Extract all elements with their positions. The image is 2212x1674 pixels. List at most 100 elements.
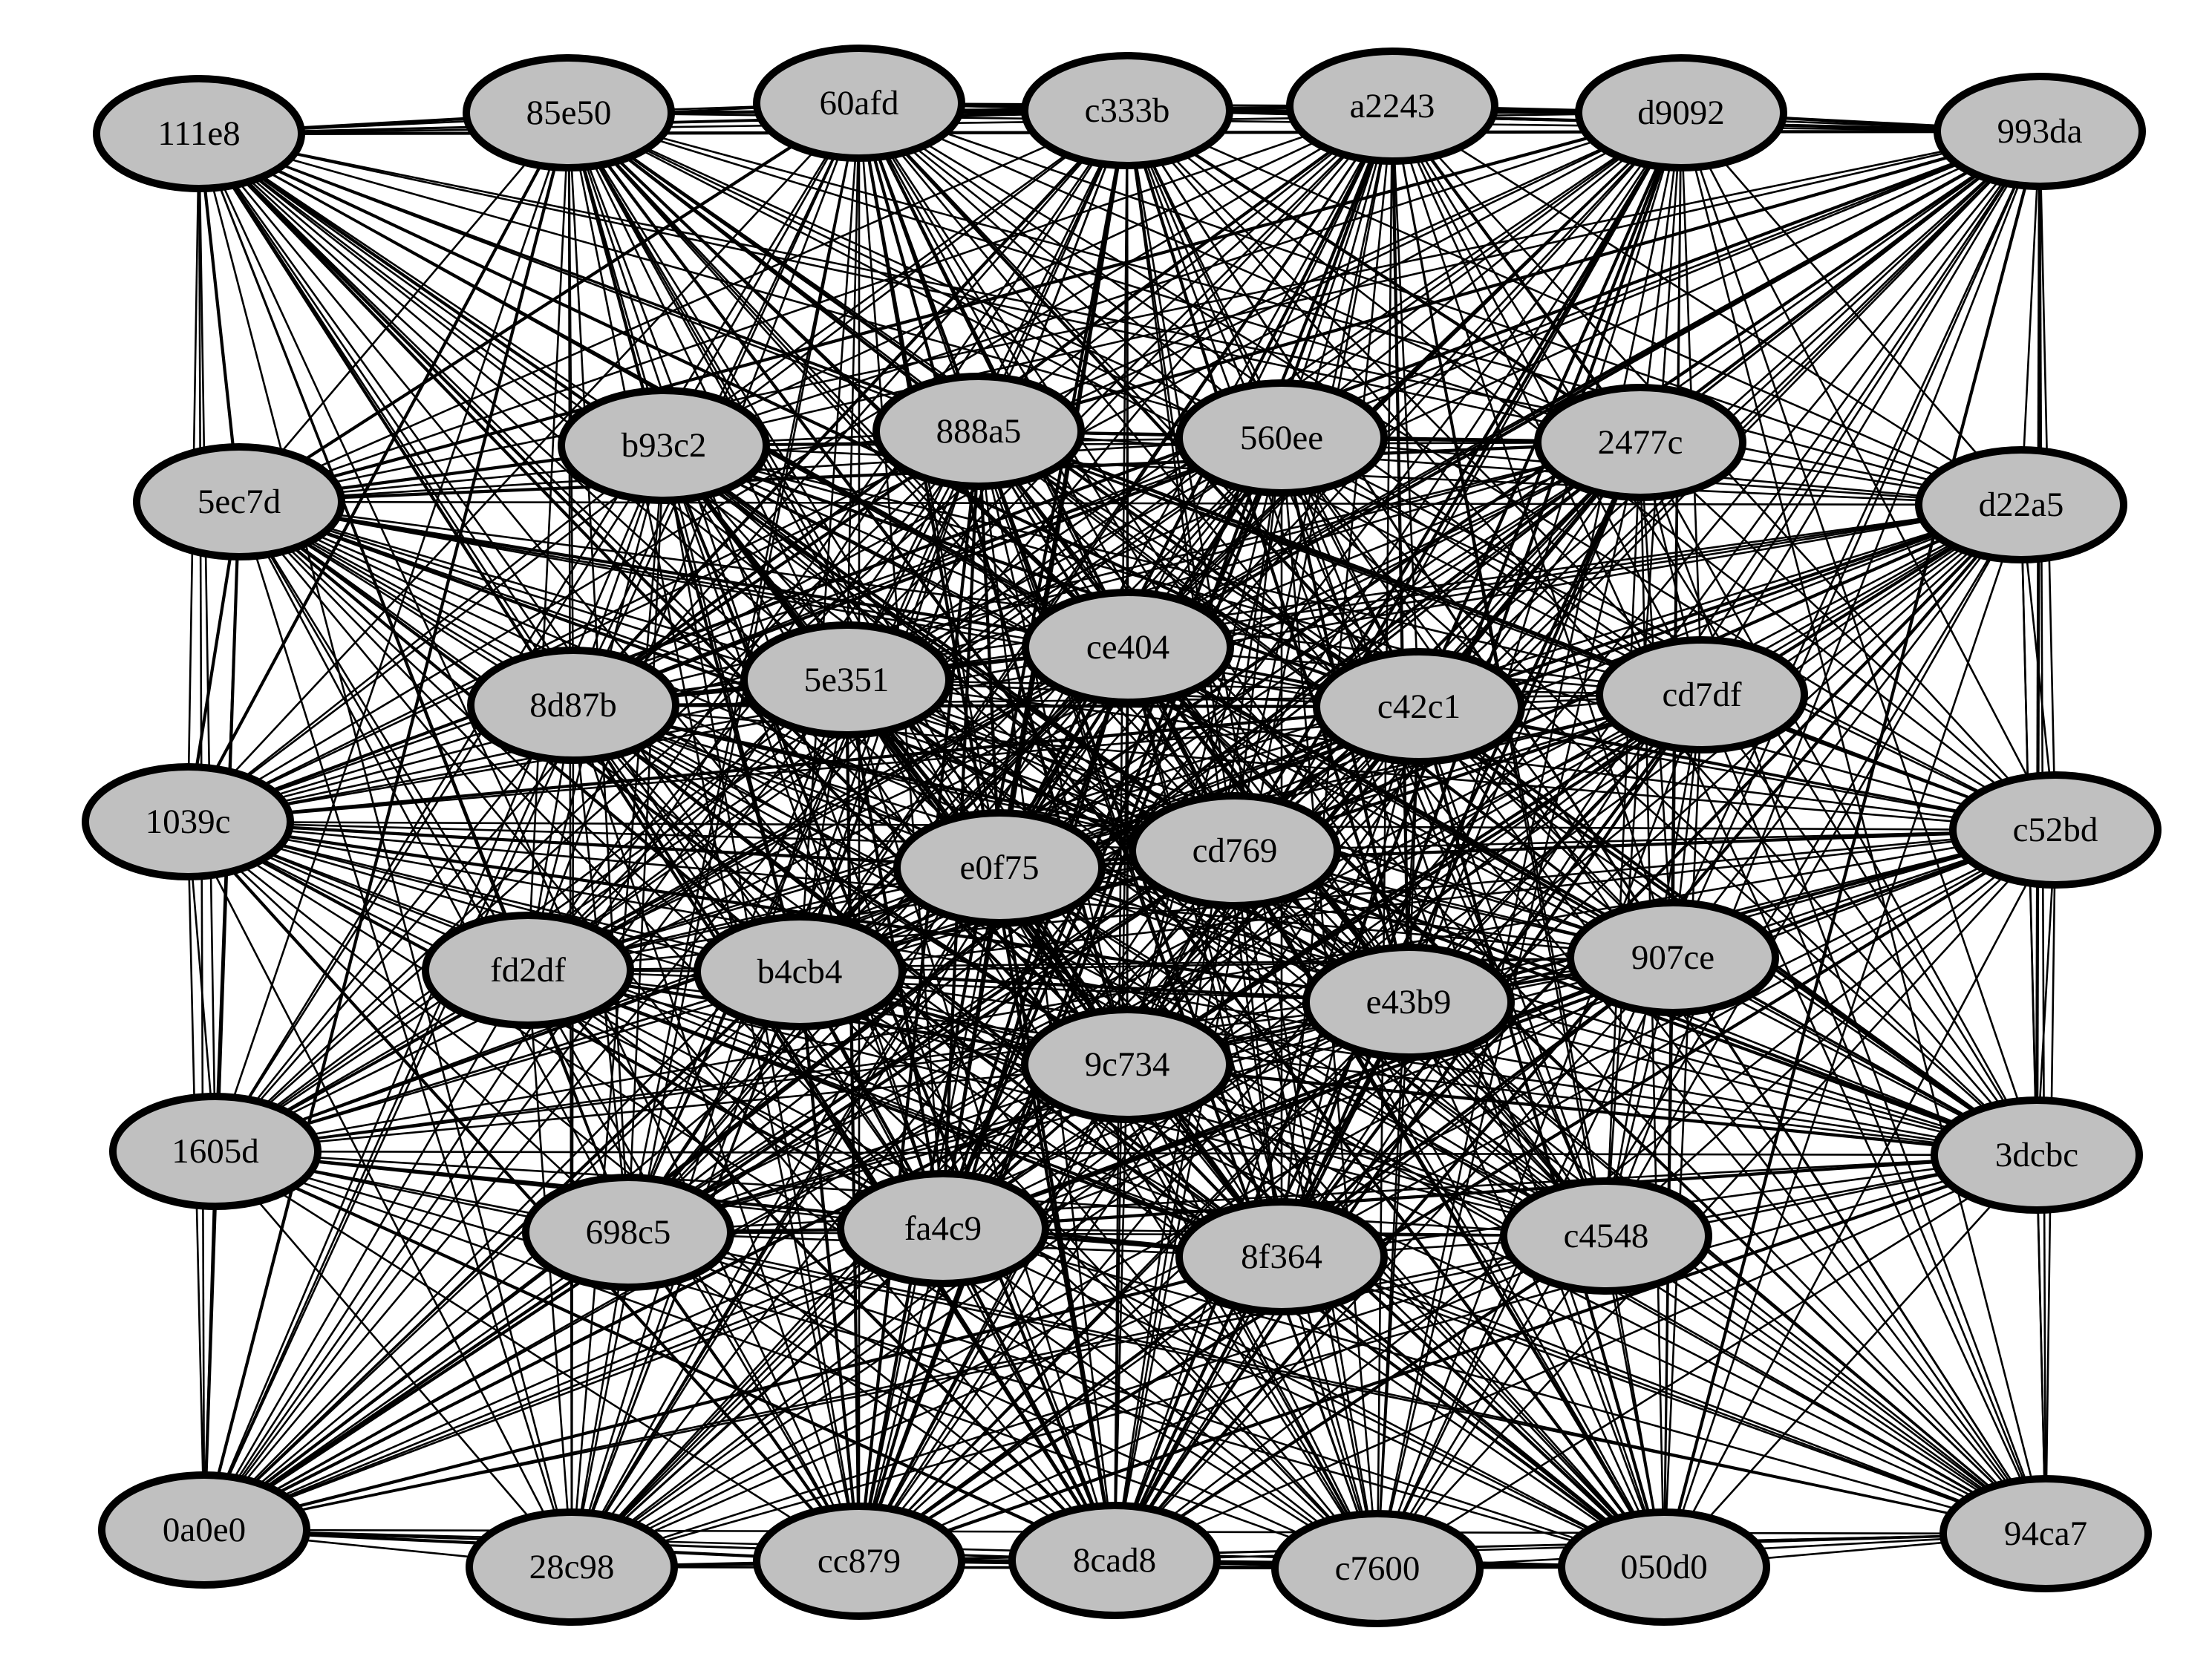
node-label: 1605d: [172, 1132, 259, 1171]
edge-85e50-5ec7d: [238, 112, 570, 503]
edge-698c5-c4548: [627, 1231, 1607, 1237]
node-label: 1039c: [146, 802, 231, 841]
edge-888a5-8d87b: [572, 430, 980, 707]
node-28c98: 28c98: [466, 1508, 678, 1626]
node-ellipse: [1575, 54, 1787, 171]
node-ellipse: [1021, 52, 1233, 169]
edge-8d87b-3dcbc: [572, 704, 2038, 1157]
edge-8d87b-8f364: [572, 704, 1283, 1258]
edge-c333b-b93c2: [663, 109, 1128, 447]
edge-8d87b-9c734: [572, 704, 1129, 1066]
node-0a0e0: 0a0e0: [98, 1471, 310, 1589]
node-ellipse: [1500, 1177, 1712, 1295]
node-label: 8f364: [1241, 1237, 1322, 1276]
edge-c333b-2477c: [1126, 109, 1642, 444]
node-e43b9: e43b9: [1302, 944, 1515, 1061]
edge-5ec7d-cd769: [238, 500, 1236, 852]
node-2477c: 2477c: [1534, 384, 1746, 501]
node-ellipse: [466, 1508, 678, 1626]
edge-cd7df-3dcbc: [1700, 694, 2038, 1156]
node-5ec7d: 5ec7d: [133, 443, 345, 560]
edge-2477c-1039c: [187, 441, 1641, 823]
edge-e0f75-3dcbc: [999, 866, 2038, 1157]
edge-1605d-0a0e0: [203, 1151, 217, 1531]
edge-d22a5-e43b9: [1408, 503, 2022, 1004]
edge-b4cb4-8f364: [799, 970, 1282, 1258]
edge-698c5-8cad8: [627, 1231, 1115, 1562]
edge-fa4c9-94ca7: [942, 1227, 2046, 1535]
edge-993da-c4548: [1605, 131, 2041, 1237]
edge-993da-d22a5: [2020, 131, 2041, 506]
edge-b4cb4-94ca7: [799, 970, 2046, 1535]
edge-e43b9-94ca7: [1408, 1001, 2046, 1534]
node-ellipse: [740, 621, 953, 739]
edge-5ec7d-8f364: [238, 500, 1282, 1258]
node-label: ce404: [1086, 628, 1169, 667]
edge-2477c-cc879: [858, 442, 1642, 1562]
edge-698c5-c7600: [627, 1231, 1378, 1570]
edge-8d87b-28c98: [570, 704, 575, 1568]
node-ellipse: [1934, 73, 2146, 190]
edge-b4cb4-0a0e0: [203, 971, 800, 1531]
node-label: 993da: [1997, 112, 2083, 151]
edge-85e50-0a0e0: [202, 112, 571, 1531]
edge-5e351-c4548: [846, 679, 1607, 1237]
edge-d9092-8d87b: [572, 111, 1682, 707]
edge-9c734-cc879: [858, 1064, 1129, 1562]
edge-993da-9c734: [1126, 131, 2040, 1065]
edge-8f364-050d0: [1280, 1255, 1665, 1569]
node-cc879: cc879: [753, 1503, 965, 1620]
edge-fd2df-8cad8: [526, 969, 1116, 1562]
edge-c333b-d22a5: [1126, 109, 2022, 506]
node-ellipse: [1286, 48, 1498, 165]
edge-8d87b-1605d: [214, 704, 575, 1152]
graph-edges: [186, 101, 2057, 1570]
edge-5ec7d-c7600: [238, 501, 1378, 1569]
edge-2477c-e0f75: [999, 441, 1641, 869]
node-label: fd2df: [490, 951, 566, 990]
edge-993da-3dcbc: [2035, 131, 2042, 1156]
node-label: 8cad8: [1073, 1541, 1156, 1580]
node-label: 8d87b: [529, 686, 617, 725]
node-ellipse: [1558, 1508, 1770, 1626]
node-ellipse: [1175, 1198, 1388, 1315]
node-label: cc879: [818, 1542, 901, 1580]
edge-993da-cd7df: [1700, 131, 2041, 696]
edge-b4cb4-1605d: [215, 970, 800, 1153]
edge-fa4c9-28c98: [571, 1228, 944, 1568]
edge-cd769-fd2df: [527, 849, 1236, 972]
edge-ce404-8f364: [1126, 647, 1283, 1258]
node-8f364: 8f364: [1175, 1198, 1388, 1315]
edge-1605d-050d0: [215, 1150, 1665, 1569]
edge-fd2df-050d0: [527, 969, 1665, 1569]
edge-a2243-5ec7d: [238, 105, 1393, 503]
edge-c4548-28c98: [571, 1235, 1607, 1569]
edge-cd7df-0a0e0: [203, 693, 1703, 1531]
node-label: b4cb4: [757, 952, 843, 991]
edge-e0f75-1605d: [215, 866, 1000, 1153]
edge-5e351-cd7df: [846, 679, 1703, 696]
edge-a2243-888a5: [978, 105, 1393, 433]
edge-5ec7d-d22a5: [238, 500, 2022, 506]
edge-d22a5-907ce: [1671, 504, 2023, 958]
node-label: 9c734: [1085, 1045, 1170, 1084]
edge-c42c1-94ca7: [1417, 706, 2047, 1534]
edge-c333b-3dcbc: [1126, 110, 2038, 1156]
node-ellipse: [82, 763, 294, 880]
edge-888a5-e0f75: [976, 431, 1002, 869]
edge-2477c-5e351: [846, 441, 1641, 681]
node-label: 5e351: [804, 661, 890, 699]
edge-993da-888a5: [978, 129, 2040, 434]
edge-e43b9-1605d: [215, 1001, 1409, 1153]
node-fd2df: fd2df: [422, 912, 634, 1029]
node-5e351: 5e351: [740, 621, 953, 739]
edge-60afd-2477c: [858, 102, 1641, 444]
edge-698c5-cc879: [627, 1231, 861, 1563]
edge-d9092-b93c2: [663, 111, 1682, 447]
edge-c333b-cd7df: [1126, 110, 1703, 696]
edge-8d87b-94ca7: [572, 704, 2046, 1535]
node-60afd: 60afd: [753, 45, 965, 162]
edge-60afd-0a0e0: [203, 102, 861, 1531]
edge-5ec7d-ce404: [238, 500, 1129, 650]
edge-d22a5-c42c1: [1418, 503, 2022, 708]
